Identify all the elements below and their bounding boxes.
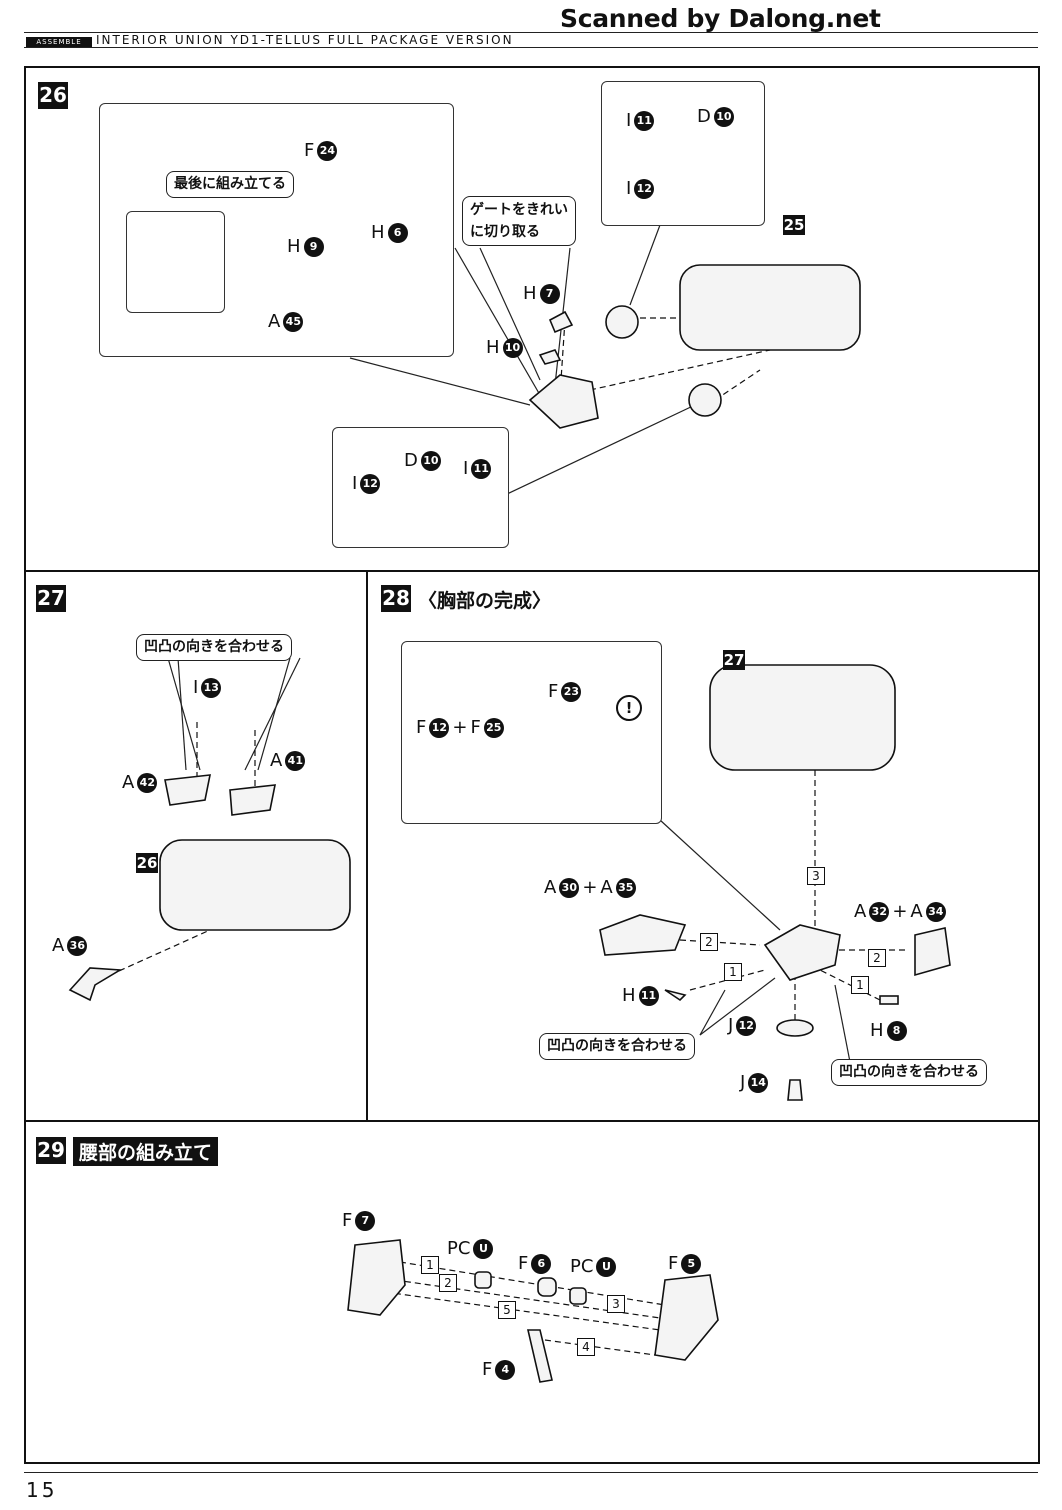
step-28-ref-step-27: 27: [723, 650, 745, 670]
header-title: INTERIOR UNION YD1-TELLUS FULL PACKAGE V…: [96, 33, 514, 47]
order-marker-29-1: 1: [421, 1256, 439, 1274]
step-26-detail-box-top-right: [601, 81, 765, 226]
header-rule-bottom: [24, 47, 1038, 48]
order-marker-2-right: 2: [868, 949, 886, 967]
divider-col: [366, 570, 368, 1122]
step-28-number: 28: [381, 585, 411, 612]
step-26-callout-cut-gate: ゲートをきれい に切り取る: [462, 196, 576, 246]
step-29-number: 29: [36, 1137, 66, 1164]
step-28-title: 〈胸部の完成〉: [418, 590, 552, 612]
step-27-number: 27: [36, 585, 66, 612]
step-26-callout-assemble-last: 最後に組み立てる: [166, 171, 294, 198]
header-rule-top: [24, 32, 1038, 33]
warning-icon: !: [616, 695, 642, 721]
order-marker-29-4: 4: [577, 1338, 595, 1356]
step-26-number: 26: [38, 82, 68, 109]
step-26-detail-box-inset: [126, 211, 225, 313]
step-28-callout-align-b: 凹凸の向きを合わせる: [831, 1059, 987, 1086]
step-28-detail-box: [401, 641, 662, 824]
footer-rule: [24, 1472, 1038, 1473]
divider-row-2: [24, 1120, 1040, 1122]
page-frame: [24, 66, 1040, 1464]
order-marker-1-right: 1: [851, 976, 869, 994]
order-marker-29-5: 5: [498, 1301, 516, 1319]
step-26-ref-step-25: 25: [783, 215, 805, 235]
step-28-callout-align-a: 凹凸の向きを合わせる: [539, 1033, 695, 1060]
header-tag: ASSEMBLE: [26, 37, 92, 47]
order-marker-29-3: 3: [607, 1295, 625, 1313]
order-marker-29-2: 2: [439, 1274, 457, 1292]
watermark: Scanned by Dalong.net: [560, 4, 881, 33]
step-27-ref-step-26: 26: [136, 853, 158, 873]
step-29-title: 腰部の組み立て: [73, 1137, 219, 1166]
order-marker-1-left: 1: [724, 963, 742, 981]
order-marker-3: 3: [807, 867, 825, 885]
step-27-callout-align: 凹凸の向きを合わせる: [136, 634, 292, 661]
page-number: 15: [26, 1478, 58, 1502]
divider-row-1: [24, 570, 1040, 572]
order-marker-2-left: 2: [700, 933, 718, 951]
